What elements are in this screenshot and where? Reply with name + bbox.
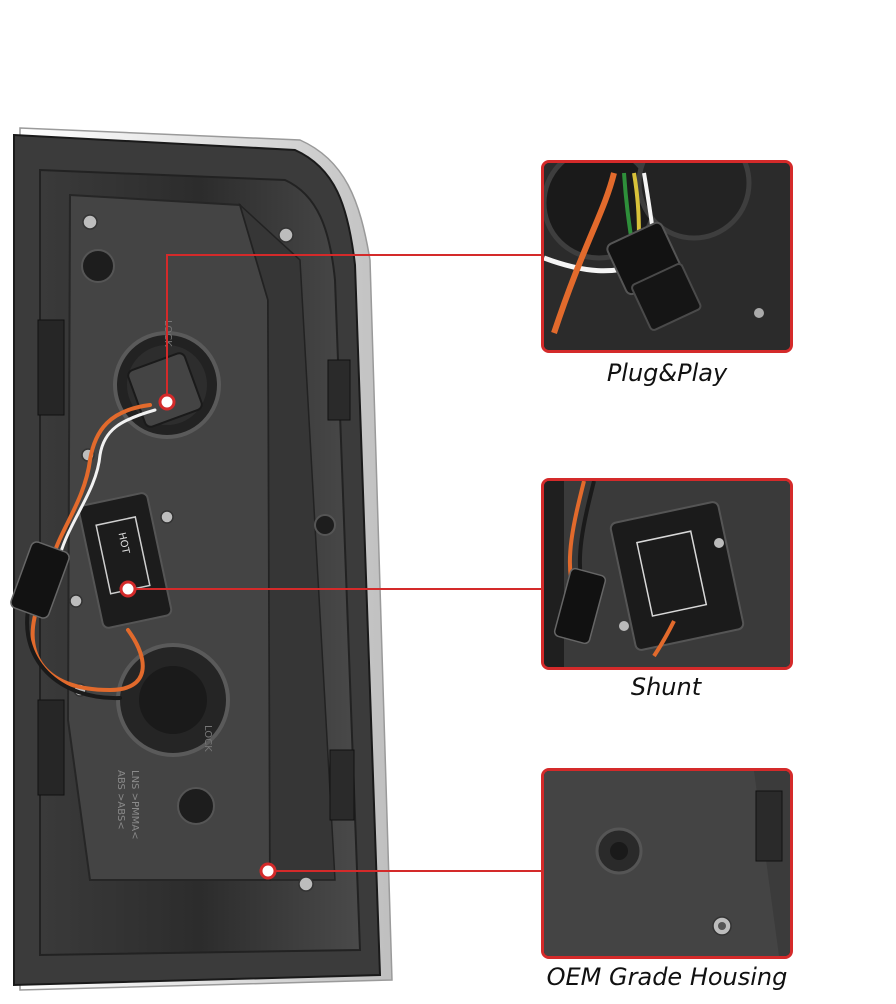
resin-label: ABS >ABS<	[115, 770, 126, 830]
inset-shunt	[541, 478, 793, 670]
caption-shunt: Shunt	[630, 673, 702, 701]
caption-plug-play: Plug&Play	[606, 359, 728, 387]
shunt-hot-label: HOT	[116, 531, 131, 555]
mount-clip	[37, 319, 65, 416]
callout-line-plug	[166, 254, 543, 402]
material-label: LNS >PMMA<	[129, 770, 140, 839]
shunt-resistor: HOT	[77, 492, 173, 629]
callout-dot-housing	[259, 862, 277, 880]
callout-dot-shunt	[119, 580, 137, 598]
caption-oem-housing: OEM Grade Housing	[546, 963, 788, 991]
inset-oem-housing	[541, 768, 793, 959]
inset-plug-play	[541, 160, 793, 353]
lock-label-lower: LOCK	[202, 725, 213, 752]
wiring-harness	[25, 403, 157, 701]
callout-dot-plug	[158, 393, 176, 411]
upper-bulb-socket	[113, 331, 221, 439]
lower-bulb-socket	[116, 643, 230, 757]
wire-connector	[10, 541, 70, 619]
